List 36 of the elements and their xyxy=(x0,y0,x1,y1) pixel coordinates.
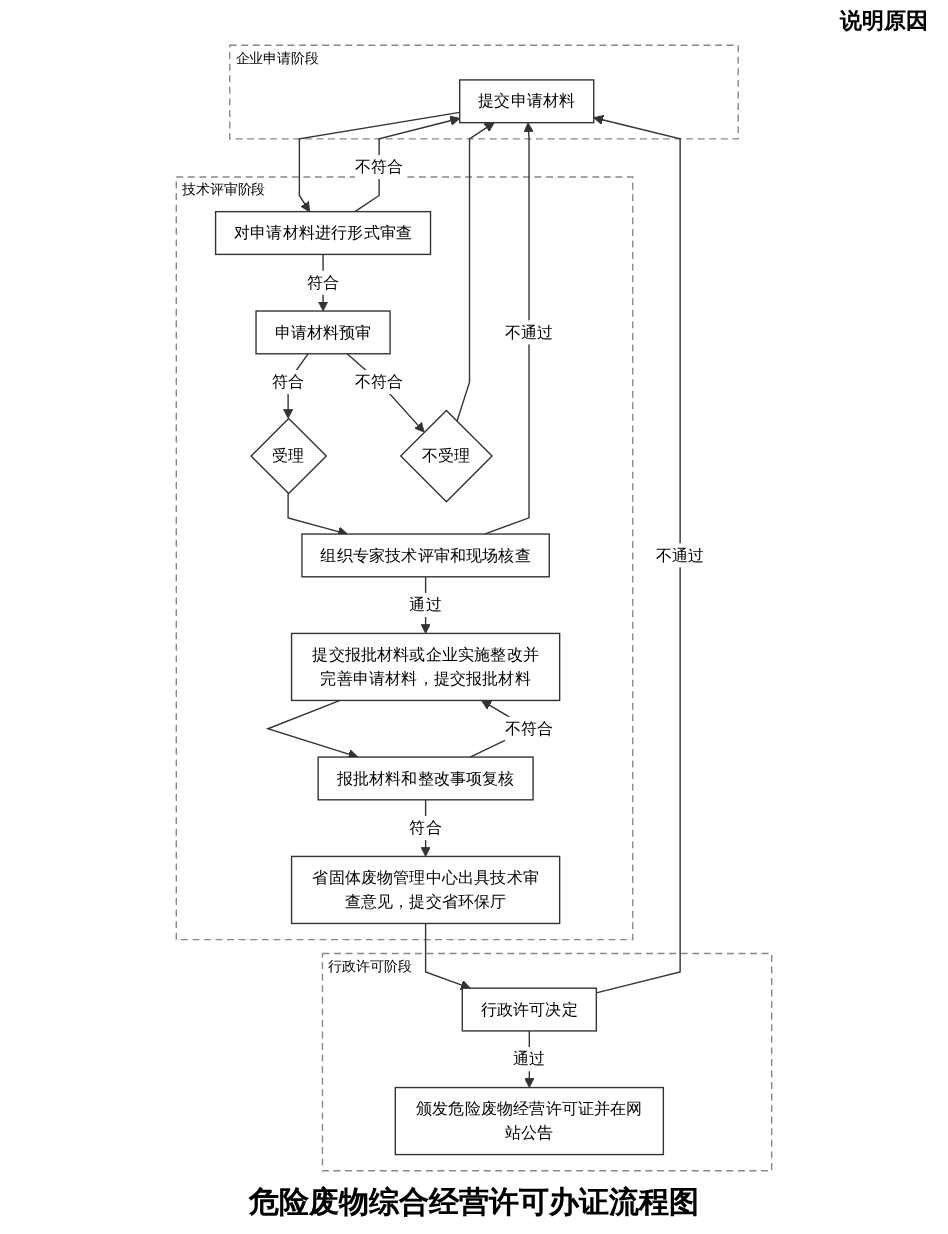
edge-label: 不符合 xyxy=(354,372,404,391)
arrow xyxy=(354,115,461,213)
arrow xyxy=(287,492,348,537)
arrow xyxy=(265,699,359,760)
node-diamond: 受理 xyxy=(250,417,328,495)
node-box: 申请材料预审 xyxy=(255,310,391,355)
edge-label: 不符合 xyxy=(354,157,404,176)
arrow xyxy=(298,111,461,213)
node-box: 提交申请材料 xyxy=(459,79,595,124)
node-box: 提交报批材料或企业实施整改并完善申请材料，提交报批材料 xyxy=(290,632,561,702)
edge-label: 不通过 xyxy=(504,322,554,342)
edge-label: 符合 xyxy=(409,818,442,837)
diagram-title: 危险废物综合经营许可办证流程图 xyxy=(249,1184,699,1222)
edge-label: 通过 xyxy=(513,1049,546,1068)
arrow xyxy=(424,922,471,990)
edge-label: 符合 xyxy=(271,372,305,391)
node-box: 对申请材料进行形式审查 xyxy=(214,210,432,256)
arrow xyxy=(483,122,534,535)
node-box: 颁发危险废物经营许可证并在网站公告 xyxy=(394,1086,665,1156)
arrow xyxy=(346,353,425,433)
arrow xyxy=(420,799,431,857)
arrow xyxy=(456,122,495,423)
edge-label: 不通过 xyxy=(655,545,705,565)
node-box: 省固体废物管理中心出具技术审查意见，提交省环保厅 xyxy=(290,855,561,925)
edge-label: 不符合 xyxy=(504,718,554,738)
edge-label: 符合 xyxy=(306,272,340,292)
note-label: 说明原因 xyxy=(840,7,928,36)
arrow xyxy=(593,114,681,994)
edge-label: 通过 xyxy=(409,595,442,614)
arrow xyxy=(283,353,309,419)
node-box: 组织专家技术评审和现场核查 xyxy=(301,533,550,578)
node-box: 报批材料和整改事项复核 xyxy=(317,756,534,801)
arrow xyxy=(317,253,329,312)
node-diamond: 不受理 xyxy=(399,409,494,503)
node-box: 行政许可决定 xyxy=(461,987,598,1032)
arrow xyxy=(420,576,431,634)
